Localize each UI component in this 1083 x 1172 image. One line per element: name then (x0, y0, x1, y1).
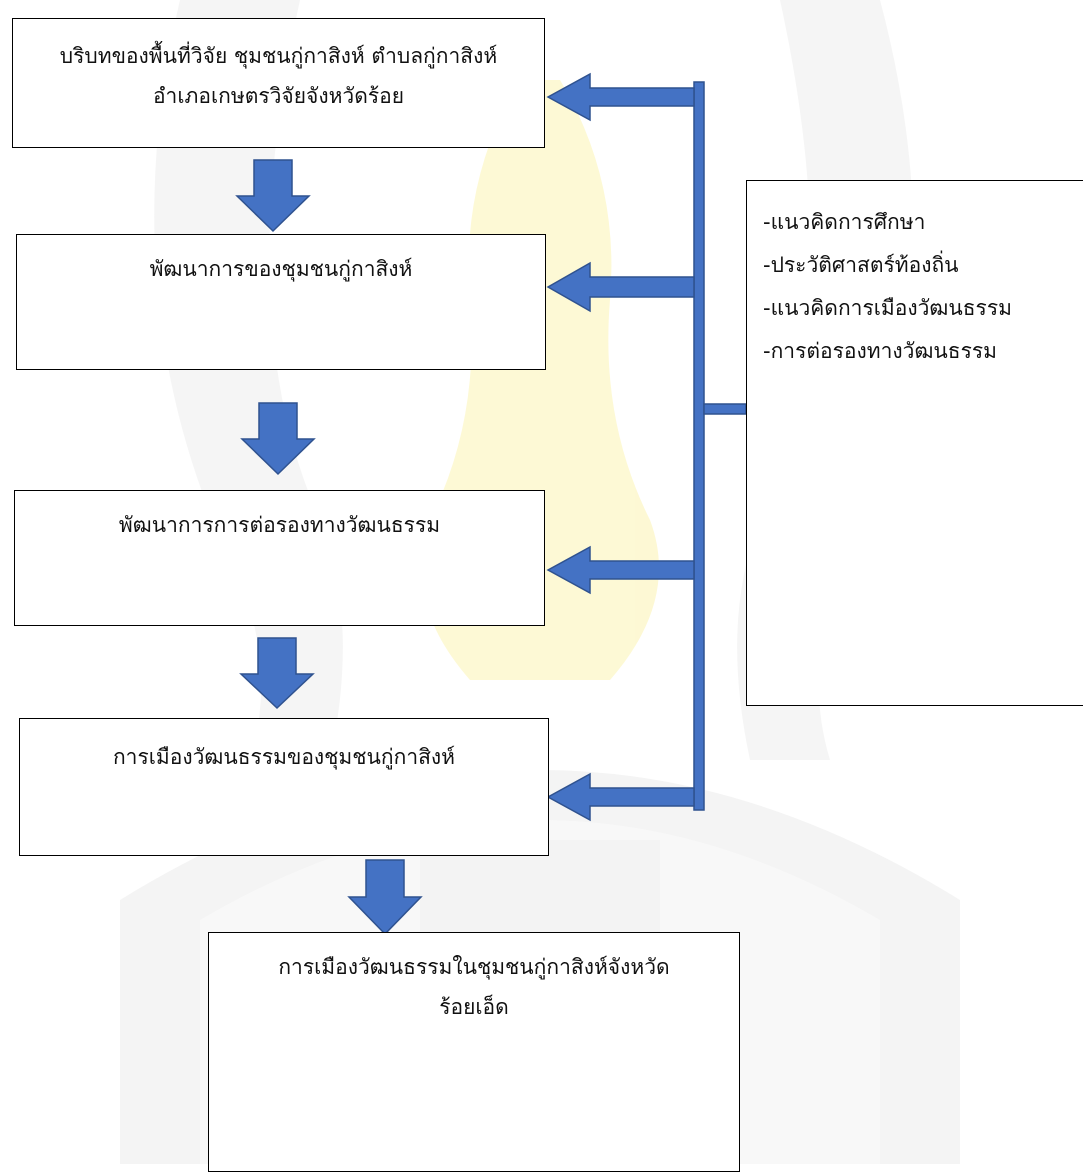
flow-box-conclusion-line2: ร้อยเอ็ด (439, 995, 509, 1019)
concept-item: -การต่อรองทางวัฒนธรรม (763, 339, 997, 363)
flow-box-community-development-line1: พัฒนาการของชุมชนกู่กาสิงห์ (149, 257, 413, 281)
connector-bar (693, 81, 705, 811)
down-arrow-2 (240, 402, 316, 476)
flow-box-cultural-negotiation-line1: พัฒนาการการต่อรองทางวัฒนธรรม (118, 513, 441, 537)
flow-box-research-context: บริบทของพื้นที่วิจัย ชุมชนกู่กาสิงห์ ตำบ… (12, 18, 545, 148)
concept-item: -แนวคิดการศึกษา (763, 210, 926, 234)
concept-item: -ประวัติศาสตร์ท้องถิ่น (763, 253, 959, 277)
left-arrow-4 (546, 772, 695, 822)
flow-box-cultural-politics: การเมืองวัฒนธรรมของชุมชนกู่กาสิงห์ (19, 718, 549, 856)
flow-box-cultural-negotiation: พัฒนาการการต่อรองทางวัฒนธรรม (14, 490, 545, 626)
left-arrow-2 (546, 261, 695, 313)
flow-box-research-context-line2: อำเภอเกษตรวิจัยจังหวัดร้อย (152, 84, 405, 108)
down-arrow-1 (235, 159, 311, 233)
down-arrow-4 (347, 859, 423, 936)
flow-box-conclusion: การเมืองวัฒนธรรมในชุมชนกู่กาสิงห์จังหวัด… (208, 932, 740, 1172)
connector-stub (703, 403, 747, 415)
concept-item: -แนวคิดการเมืองวัฒนธรรม (763, 296, 1012, 320)
flow-box-cultural-politics-line1: การเมืองวัฒนธรรมของชุมชนกู่กาสิงห์ (112, 745, 456, 769)
flow-box-research-context-line1: บริบทของพื้นที่วิจัย ชุมชนกู่กาสิงห์ ตำบ… (59, 44, 498, 68)
flow-box-conclusion-line1: การเมืองวัฒนธรรมในชุมชนกู่กาสิงห์จังหวัด (278, 955, 670, 979)
left-arrow-1 (546, 72, 695, 122)
left-arrow-3 (546, 545, 695, 595)
concept-framework-box: -แนวคิดการศึกษา -ประวัติศาสตร์ท้องถิ่น -… (746, 180, 1083, 706)
flow-box-community-development: พัฒนาการของชุมชนกู่กาสิงห์ (16, 234, 546, 370)
down-arrow-3 (239, 637, 315, 710)
